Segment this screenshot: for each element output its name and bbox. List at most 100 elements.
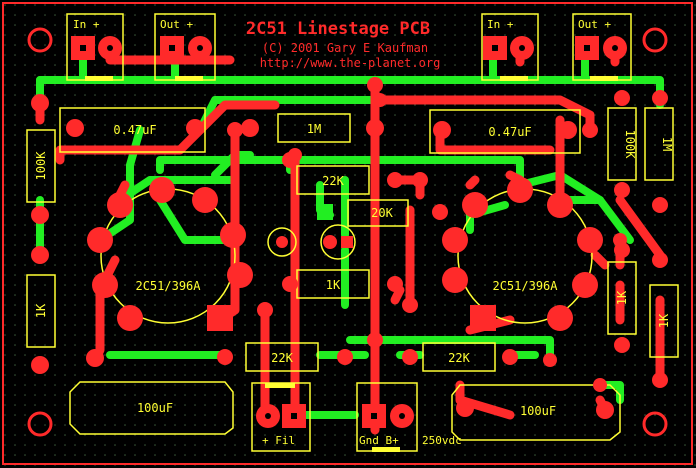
resistor-pad bbox=[337, 349, 353, 365]
mounting-holes bbox=[27, 27, 668, 437]
center-pad-right bbox=[323, 235, 337, 249]
connector-pad-drill bbox=[80, 45, 86, 51]
resistor-1m-right-label: 1M bbox=[660, 137, 674, 151]
capacitor-100uf-right: 100uF bbox=[451, 384, 621, 441]
resistor-1m-right: 1M bbox=[644, 90, 674, 213]
resistor-pad bbox=[652, 372, 668, 388]
power-voltage-label: 250vdc bbox=[422, 434, 462, 447]
title-line1: 2C51 Linestage PCB bbox=[246, 19, 430, 39]
connector-pad-drill bbox=[399, 413, 405, 419]
resistor-22k-top-label: 22K bbox=[322, 174, 344, 188]
resistor-20k-label: 20K bbox=[371, 206, 393, 220]
capacitor-pad bbox=[186, 119, 204, 137]
tube-pin bbox=[117, 305, 143, 331]
capacitor-outline bbox=[69, 381, 234, 435]
center-pad-square bbox=[341, 236, 353, 248]
resistor-pad bbox=[387, 172, 403, 188]
via bbox=[543, 353, 557, 367]
resistor-1k-left: 1K bbox=[26, 246, 56, 374]
tube-pin bbox=[227, 262, 253, 288]
capacitor-pad bbox=[559, 121, 577, 139]
connector-silk-bar bbox=[590, 76, 618, 81]
via bbox=[412, 172, 428, 188]
resistor-1k-right-a-label: 1K bbox=[615, 290, 629, 305]
via bbox=[367, 332, 383, 348]
resistor-22k-bottom-left: 22K bbox=[217, 342, 353, 372]
connector-pad-drill bbox=[291, 413, 297, 419]
via bbox=[367, 77, 383, 93]
connector-filament-label: + Fil bbox=[262, 434, 295, 447]
resistor-pad bbox=[614, 182, 630, 198]
resistor-pad bbox=[652, 252, 668, 268]
resistor-pad bbox=[614, 90, 630, 106]
resistor-1k-mid-label: 1K bbox=[326, 278, 341, 292]
connector-pad-drill bbox=[519, 45, 525, 51]
resistor-pad bbox=[614, 337, 630, 353]
resistor-22k-top: 22K bbox=[282, 152, 403, 195]
mounting-hole-bottom-right bbox=[642, 411, 668, 437]
resistor-pad bbox=[241, 119, 259, 137]
via bbox=[582, 122, 598, 138]
center-ring-right bbox=[320, 224, 356, 260]
connector-pad-drill bbox=[584, 45, 590, 51]
tube-pin-square bbox=[470, 305, 496, 331]
resistor-body bbox=[26, 274, 56, 348]
resistor-22k-bottom-left-label: 22K bbox=[271, 351, 293, 365]
tube-pin bbox=[107, 192, 133, 218]
via bbox=[257, 302, 273, 318]
connector-silk-bar bbox=[85, 76, 113, 81]
resistor-1k-right-b: 1K bbox=[649, 252, 679, 388]
via bbox=[402, 297, 418, 313]
resistor-22k-bottom-right: 22K bbox=[402, 342, 518, 372]
resistor-body bbox=[422, 342, 496, 372]
connector-in-right: In + bbox=[481, 13, 539, 81]
connector-out-left: Out + bbox=[154, 13, 216, 81]
title-line3: http://www.the-planet.org bbox=[260, 56, 441, 70]
connector-silk-bar bbox=[372, 447, 400, 452]
capacitor-100uf-right-label: 100uF bbox=[520, 404, 556, 418]
connector-silk-bar bbox=[500, 76, 528, 81]
tube-pin bbox=[547, 192, 573, 218]
resistor-body bbox=[245, 342, 319, 372]
connector-pad-drill bbox=[492, 45, 498, 51]
connector-pad-drill bbox=[107, 45, 113, 51]
tube-pin bbox=[149, 177, 175, 203]
tube-label-left: 2C51/396A bbox=[135, 279, 201, 293]
connector-out-left-label: Out + bbox=[160, 18, 193, 31]
connector-pad-drill bbox=[169, 45, 175, 51]
resistor-1k-right-b-label: 1K bbox=[657, 313, 671, 328]
resistor-pad bbox=[402, 349, 418, 365]
tube-pin-square bbox=[207, 305, 233, 331]
via bbox=[613, 233, 627, 247]
resistor-pad bbox=[652, 90, 668, 106]
tube-pin bbox=[577, 227, 603, 253]
mounting-hole-top-left bbox=[27, 27, 53, 53]
resistor-pad bbox=[217, 349, 233, 365]
capacitor-100uf-left: 100uF bbox=[69, 349, 234, 435]
resistor-100k-left: 100K bbox=[26, 94, 56, 224]
resistor-100k-left-label: 100K bbox=[34, 151, 48, 181]
resistor-20k: 20K bbox=[317, 199, 448, 227]
tube-socket-right: 2C51/396A bbox=[442, 177, 603, 331]
resistor-body bbox=[277, 113, 351, 143]
connector-in-left: In + bbox=[66, 13, 124, 81]
capacitor-100uf-left-label: 100uF bbox=[137, 401, 173, 415]
resistor-1m-top-label: 1M bbox=[307, 122, 321, 136]
mounting-hole-bottom-left bbox=[27, 411, 53, 437]
connector-in-right-label: In + bbox=[487, 18, 514, 31]
tube-pin bbox=[462, 192, 488, 218]
connector-pad-drill bbox=[612, 45, 618, 51]
tube-pin bbox=[572, 272, 598, 298]
via bbox=[373, 93, 387, 107]
resistor-pad bbox=[31, 94, 49, 112]
capacitor-pad bbox=[86, 349, 104, 367]
resistor-body bbox=[26, 129, 56, 203]
tube-label-right: 2C51/396A bbox=[492, 279, 558, 293]
capacitor-left: 0.47uF bbox=[59, 107, 206, 153]
tube-pin bbox=[547, 305, 573, 331]
tube-pin bbox=[220, 222, 246, 248]
resistor-body bbox=[649, 284, 679, 358]
resistor-pad bbox=[652, 197, 668, 213]
resistor-100k-right: 100K bbox=[607, 90, 637, 198]
center-pads bbox=[267, 224, 356, 260]
